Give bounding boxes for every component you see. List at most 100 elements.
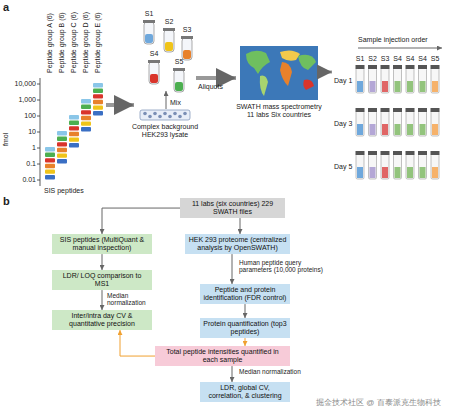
cell — [148, 115, 152, 119]
peptide-bar — [45, 164, 55, 168]
flow-connector — [102, 208, 180, 234]
peptide-bar — [45, 153, 55, 157]
vial-liquid — [407, 81, 413, 92]
vial-body — [356, 154, 364, 179]
peptide-bar — [81, 110, 91, 114]
vial-body — [356, 68, 364, 93]
order-arrow — [358, 48, 442, 49]
process-box: 11 labs (six countries) 229 SWATH files — [180, 198, 285, 218]
vial-liquid — [357, 167, 363, 178]
vial — [406, 65, 415, 93]
peptide-bar — [45, 158, 55, 162]
tube-label: S5 — [174, 58, 184, 66]
tube-label: S4 — [149, 50, 159, 58]
tube-body — [174, 70, 184, 92]
box-text: LDR, global CV, correlation, & clusterin… — [203, 384, 287, 400]
lysate-cells — [143, 112, 187, 119]
cell — [153, 112, 157, 116]
axis-tick — [37, 180, 40, 181]
map-land — [298, 55, 316, 70]
vial — [431, 65, 440, 93]
cell — [173, 112, 177, 116]
column-label: S4 — [417, 55, 429, 63]
tick-label: 100 — [4, 112, 36, 120]
step-label: Mix — [170, 99, 181, 107]
vial-liquid — [382, 167, 388, 178]
vial-body — [431, 111, 439, 136]
tube-liquid — [175, 82, 183, 91]
flow-connector — [240, 218, 241, 234]
vial-cap — [356, 151, 365, 155]
vial-body — [369, 68, 377, 93]
column-label: S3 — [379, 55, 391, 63]
vial-body — [431, 154, 439, 179]
peptide-bar — [57, 142, 67, 146]
vial-liquid — [395, 124, 401, 135]
flow-connector — [232, 254, 233, 284]
column-label: S1 — [354, 55, 366, 63]
vial-body — [419, 68, 427, 93]
peptide-bar — [93, 89, 103, 93]
tube-liquid — [183, 50, 191, 59]
tube-cap — [173, 68, 185, 71]
vial-liquid — [420, 81, 426, 92]
group-label: Peptide group C (6) — [70, 12, 78, 73]
flow-connector — [232, 366, 233, 382]
cell — [143, 112, 147, 116]
step-label: Aliquots — [198, 83, 223, 91]
vial-cap — [381, 108, 390, 112]
map-land — [280, 62, 292, 86]
tick-label: 0.01 — [4, 176, 36, 184]
vial-cap — [356, 65, 365, 69]
vial-liquid — [432, 81, 438, 92]
peptide-bar — [93, 94, 103, 98]
tick-label: 0.1 — [4, 160, 36, 168]
column-label: S4 — [404, 55, 416, 63]
peptide-bar — [69, 121, 79, 125]
vial — [381, 108, 390, 136]
peptide-bar — [57, 159, 67, 163]
vial-cap — [368, 108, 377, 112]
vial — [356, 151, 365, 179]
tube-body — [149, 62, 159, 84]
vial-liquid — [357, 81, 363, 92]
peptide-bar — [69, 137, 79, 141]
peptide-bar — [69, 143, 79, 147]
day-label: Day 5 — [334, 163, 352, 171]
axis-ticks — [37, 84, 40, 180]
axis-tick — [37, 100, 40, 101]
peptide-bar — [93, 100, 103, 104]
vial-body — [356, 111, 364, 136]
tube-cap — [163, 28, 175, 31]
peptide-bar — [81, 116, 91, 120]
vial-body — [406, 154, 414, 179]
map-land — [260, 76, 268, 96]
day-label: Day 3 — [334, 120, 352, 128]
tube-body — [182, 38, 192, 60]
vial-liquid — [407, 124, 413, 135]
peptide-bar — [81, 99, 91, 103]
flow-connector — [245, 304, 246, 318]
flow-connector — [102, 254, 103, 270]
edge-label: Median normalization — [238, 368, 302, 375]
vial — [368, 151, 377, 179]
vial-liquid — [370, 124, 376, 135]
flow-connector — [245, 338, 246, 346]
process-box: HEK 293 proteome (centralized analysis b… — [185, 234, 290, 254]
vial-cap — [431, 65, 440, 69]
vial — [368, 65, 377, 93]
vial-liquid — [370, 167, 376, 178]
column-label: S2 — [367, 55, 379, 63]
peptide-bar — [57, 148, 67, 152]
vial-body — [394, 111, 402, 136]
sample-tube — [163, 28, 175, 52]
vial-liquid — [407, 167, 413, 178]
vial-cap — [431, 151, 440, 155]
process-box: Total peptide intensities quantified in … — [155, 346, 290, 366]
vial — [356, 108, 365, 136]
vial-body — [406, 68, 414, 93]
peptide-bar — [81, 121, 91, 125]
flow-arrow — [106, 103, 134, 107]
axis-caption: SIS peptides — [44, 187, 84, 195]
vial-body — [431, 68, 439, 93]
